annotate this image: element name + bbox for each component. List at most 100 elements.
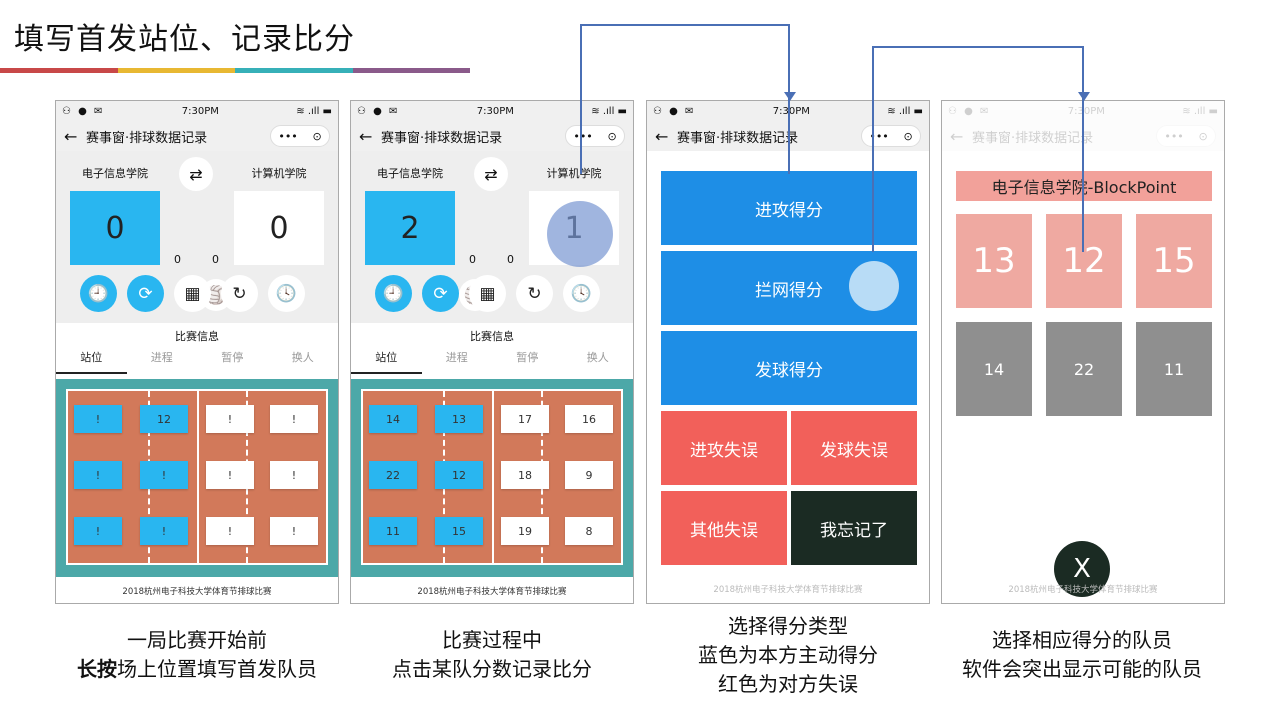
tab-substitution[interactable]: 换人	[586, 351, 609, 364]
nav-bar: ← 赛事窗·排球数据记录 ••• ⊙	[56, 121, 338, 151]
status-bar: ⚇ ● ✉ 7:30PM ≋ .ıll ▬	[56, 101, 338, 121]
tab-progress[interactable]: 进程	[445, 351, 468, 364]
status-left-icons: ⚇ ● ✉	[653, 105, 696, 117]
tab-substitution[interactable]: 换人	[291, 351, 314, 364]
phone-screen-1: ⚇ ● ✉ 7:30PM ≋ .ıll ▬ ← 赛事窗·排球数据记录 •••⊙ …	[55, 100, 339, 604]
swap-sides-icon[interactable]: ⇄	[179, 157, 213, 191]
tab-positions[interactable]: 站位	[351, 345, 422, 374]
info-tabs: 站位 进程 暂停 换人	[351, 345, 633, 374]
footer-text: 2018杭州电子科技大学体育节排球比赛	[56, 577, 338, 603]
caption-3: 选择得分类型 蓝色为本方主动得分 红色为对方失误	[698, 614, 878, 696]
position-cell[interactable]: !	[74, 517, 122, 545]
position-cell[interactable]: !	[206, 461, 254, 489]
position-cell[interactable]: 14	[369, 405, 417, 433]
footer-text: 2018杭州电子科技大学体育节排球比赛	[351, 577, 633, 603]
position-cell[interactable]: !	[270, 517, 318, 545]
tab-positions[interactable]: 站位	[56, 345, 127, 374]
player-card[interactable]: 15	[1136, 214, 1212, 308]
nav-title: 赛事窗·排球数据记录	[86, 130, 208, 146]
rotate-icon[interactable]: ↻	[221, 275, 258, 312]
capsule-menu[interactable]: ••• ⊙	[270, 125, 330, 147]
position-cell[interactable]: !	[270, 405, 318, 433]
score-type-overlay: 进攻得分 拦网得分 发球得分 进攻失误 发球失误 其他失误 我忘记了 2018杭…	[647, 151, 929, 603]
phone-screen-2: ⚇ ● ✉ 7:30PM ≋ .ıll ▬ ← 赛事窗·排球数据记录 •••⊙ …	[350, 100, 634, 604]
target-icon[interactable]: ⊙	[312, 129, 322, 143]
position-cell[interactable]: 15	[435, 517, 483, 545]
forgot-button[interactable]: 我忘记了	[791, 491, 917, 565]
timer-icon[interactable]: 🕘	[375, 275, 412, 312]
player-card[interactable]: 12	[1046, 214, 1122, 308]
status-time: 7:30PM	[181, 105, 219, 117]
position-cell[interactable]: 19	[501, 517, 549, 545]
match-info: 🕘 ⟳ ▦ ↻ 🕓 比赛信息 站位 进程 暂停 换人	[351, 275, 633, 379]
position-cell[interactable]: 13	[435, 405, 483, 433]
more-icon[interactable]: •••	[278, 129, 298, 143]
refresh-icon[interactable]: ⟳	[127, 275, 164, 312]
status-right-icons: ≋ .ıll ▬	[591, 105, 627, 117]
home-sets: 0	[469, 253, 476, 266]
more-icon[interactable]: •••	[869, 129, 889, 143]
position-cell[interactable]: 18	[501, 461, 549, 489]
serve-point-button[interactable]: 发球得分	[661, 331, 917, 405]
connector-arrow-1	[580, 24, 790, 174]
clock-icon[interactable]: 🕓	[563, 275, 600, 312]
rotate-icon[interactable]: ↻	[516, 275, 553, 312]
status-left-icons: ⚇ ● ✉	[62, 105, 105, 117]
refresh-icon[interactable]: ⟳	[422, 275, 459, 312]
position-cell[interactable]: 9	[565, 461, 613, 489]
position-cell[interactable]: !	[206, 517, 254, 545]
player-card[interactable]: 13	[956, 214, 1032, 308]
home-score[interactable]: 2	[365, 191, 455, 265]
position-cell[interactable]: !	[74, 461, 122, 489]
target-icon[interactable]: ⊙	[903, 129, 913, 143]
back-arrow-icon[interactable]: ←	[655, 126, 669, 146]
status-bar: ⚇ ● ✉ 7:30PM ≋ .ıll ▬	[351, 101, 633, 121]
player-card-muted[interactable]: 22	[1046, 322, 1122, 416]
target-icon[interactable]: ⊙	[607, 129, 617, 143]
capsule-menu[interactable]: ••• ⊙	[861, 125, 921, 147]
connector-arrow-2	[872, 46, 1084, 252]
position-cell[interactable]: !	[74, 405, 122, 433]
tab-timeout[interactable]: 暂停	[221, 351, 244, 364]
position-cell[interactable]: 17	[501, 405, 549, 433]
clock-icon[interactable]: 🕓	[268, 275, 305, 312]
match-info-header: 比赛信息	[470, 330, 514, 343]
close-button[interactable]: X	[1054, 541, 1110, 597]
home-team-name: 电子信息学院	[377, 167, 443, 180]
control-row: 🕘 ⟳ ▦ ↻ 🕓	[375, 275, 600, 312]
tab-progress[interactable]: 进程	[150, 351, 173, 364]
timer-icon[interactable]: 🕘	[80, 275, 117, 312]
back-arrow-icon[interactable]: ←	[64, 126, 78, 146]
attack-error-button[interactable]: 进攻失误	[661, 411, 787, 485]
position-cell[interactable]: !	[140, 517, 188, 545]
serve-error-button[interactable]: 发球失误	[791, 411, 917, 485]
position-cell[interactable]: 11	[369, 517, 417, 545]
more-icon[interactable]: •••	[573, 129, 593, 143]
position-cell[interactable]: !	[270, 461, 318, 489]
home-sets: 0	[174, 253, 181, 266]
phone-screen-3: ⚇ ● ✉ 7:30PM ≋ .ıll ▬ ← 赛事窗·排球数据记录 •••⊙ …	[646, 100, 930, 604]
position-cell[interactable]: 12	[435, 461, 483, 489]
away-score[interactable]: 0	[234, 191, 324, 265]
tap-indicator	[547, 201, 613, 267]
tab-timeout[interactable]: 暂停	[516, 351, 539, 364]
title-underline	[0, 68, 470, 73]
player-card-muted[interactable]: 11	[1136, 322, 1212, 416]
attack-point-button[interactable]: 进攻得分	[661, 171, 917, 245]
position-cell[interactable]: !	[206, 405, 254, 433]
grid-icon[interactable]: ▦	[469, 275, 506, 312]
net-line	[492, 391, 494, 563]
position-cell[interactable]: 12	[140, 405, 188, 433]
position-cell[interactable]: !	[140, 461, 188, 489]
position-cell[interactable]: 8	[565, 517, 613, 545]
slide-title: 填写首发站位、记录比分	[14, 22, 355, 57]
position-cell[interactable]: 16	[565, 405, 613, 433]
player-card-muted[interactable]: 14	[956, 322, 1032, 416]
home-score[interactable]: 0	[70, 191, 160, 265]
position-cell[interactable]: 22	[369, 461, 417, 489]
swap-sides-icon[interactable]: ⇄	[474, 157, 508, 191]
other-error-button[interactable]: 其他失误	[661, 491, 787, 565]
back-arrow-icon[interactable]: ←	[359, 126, 373, 146]
grid-icon[interactable]: ▦	[174, 275, 211, 312]
status-right-icons: ≋ .ıll ▬	[887, 105, 923, 117]
